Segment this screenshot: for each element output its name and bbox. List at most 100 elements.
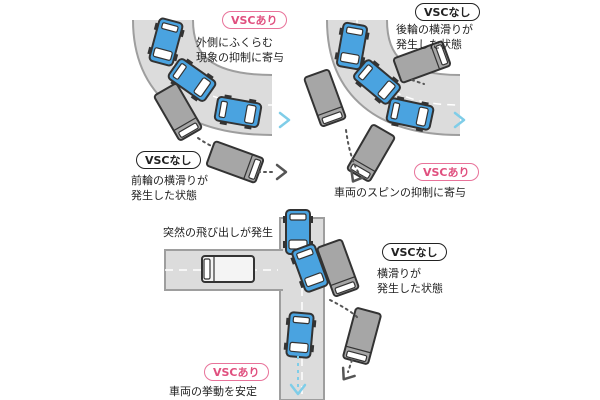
car-wheel xyxy=(421,101,429,106)
car-windshield xyxy=(289,341,309,354)
chevron-icon xyxy=(350,168,365,183)
truck-windshield xyxy=(345,350,368,363)
car-icon-vsc xyxy=(334,21,370,71)
trajectory-no-vsc xyxy=(345,129,361,176)
trajectory-no-vsc xyxy=(411,79,425,85)
car-wheel xyxy=(190,94,199,102)
car-rear-window xyxy=(161,22,179,33)
car-wheel xyxy=(396,96,405,101)
trajectory-no-vsc xyxy=(329,299,359,319)
truck-body xyxy=(205,140,265,184)
truck-icon-no-vsc xyxy=(205,140,265,184)
arrow-icon-blue xyxy=(278,111,291,129)
truck-body xyxy=(303,68,347,128)
caption-line: 後輪の横滑りが xyxy=(396,23,473,36)
caption-top-right-on: 車両のスピンの抑制に寄与 xyxy=(334,186,466,199)
car-wheel xyxy=(219,121,228,126)
car-wheel xyxy=(185,58,194,66)
truck-windshield xyxy=(203,258,211,280)
badge-vsc-off-top-left: VSCなし xyxy=(136,151,201,169)
car-rear-window xyxy=(390,102,401,120)
badge-vsc-on-top-left: VSCあり xyxy=(222,11,287,29)
truck-icon-no-vsc xyxy=(316,238,360,298)
car-rear-window xyxy=(345,26,364,36)
truck-windshield xyxy=(321,111,343,125)
arrow-icon-blue xyxy=(289,383,307,396)
car-wheel xyxy=(415,127,424,132)
car-icon-vsc xyxy=(353,59,401,105)
badge-vsc-on-top-right: VSCあり xyxy=(414,163,479,181)
caption-top-left-off: 前輪の横滑りが 発生した状態 xyxy=(131,173,208,203)
car-wheel xyxy=(283,241,286,248)
truck-body xyxy=(316,238,360,298)
truck-windshield xyxy=(178,122,199,138)
car-wheel xyxy=(206,72,214,80)
truck-windshield xyxy=(435,44,449,66)
truck-cab-line xyxy=(430,44,441,70)
arrow-icon-blue xyxy=(453,111,466,129)
truck-body xyxy=(346,124,396,182)
truck-icon-no-vsc xyxy=(346,124,396,182)
car-rear-window xyxy=(172,63,187,80)
truck-icon-no-vsc xyxy=(153,83,203,141)
caption-top-right-off: 後輪の横滑りが 発生した状態 xyxy=(396,22,473,52)
car-icon-vsc xyxy=(213,94,263,130)
car-wheel xyxy=(374,96,382,104)
car-wheel xyxy=(310,345,315,353)
car-rear-window xyxy=(296,248,314,260)
caption-bottom-top: 突然の飛び出しが発生 xyxy=(163,226,273,239)
truck-cab-line xyxy=(352,158,376,173)
truck-cab-line xyxy=(330,276,356,287)
car-wheel xyxy=(147,46,153,55)
car-rear-window xyxy=(292,315,311,325)
car-wheel xyxy=(290,257,296,265)
trajectory-no-vsc xyxy=(347,359,353,373)
truck-cab-line xyxy=(345,345,372,354)
truck-windshield xyxy=(248,158,262,180)
road-join xyxy=(281,251,285,289)
car-windshield xyxy=(244,104,257,125)
car-icon-vsc xyxy=(283,311,317,359)
truck-icon-oncoming xyxy=(201,255,255,283)
car-wheel xyxy=(173,53,179,62)
truck-icon-no-vsc xyxy=(392,40,452,84)
caption-line: 前輪の横滑りが xyxy=(131,174,208,187)
car-windshield xyxy=(304,272,325,288)
caption-line: 外側にふくらむ xyxy=(196,36,273,49)
car-rear-window xyxy=(289,213,307,221)
car-wheel xyxy=(355,80,363,88)
car-wheel xyxy=(365,32,370,40)
badge-vsc-on-bottom: VSCあり xyxy=(204,363,269,381)
badge-vsc-off-bottom: VSCなし xyxy=(382,243,447,261)
truck-cab-line xyxy=(243,154,254,180)
caption-bottom-off: 横滑りが 発生した状態 xyxy=(377,266,443,296)
caption-line: 発生した状態 xyxy=(131,189,197,202)
car-wheel xyxy=(283,216,286,223)
car-icon-vsc xyxy=(290,243,330,293)
chevron-stroke xyxy=(278,111,291,129)
car-icon-vsc xyxy=(147,17,185,67)
truck-cab-line xyxy=(173,117,197,132)
badge-vsc-off-top-right: VSCなし xyxy=(415,3,480,21)
truck-body xyxy=(392,40,452,84)
car-windshield xyxy=(193,77,211,97)
chevron-stroke xyxy=(289,383,307,396)
car-windshield xyxy=(152,47,173,61)
car-wheel xyxy=(312,320,317,328)
car-wheel xyxy=(244,125,252,130)
truck-body xyxy=(201,255,255,283)
chevron-stroke xyxy=(453,111,466,129)
truck-body xyxy=(342,307,382,365)
chevron-stroke xyxy=(275,163,288,181)
car-wheel xyxy=(310,216,313,223)
truck-icon-no-vsc xyxy=(303,68,347,128)
truck-cab-line xyxy=(317,106,343,117)
car-wheel xyxy=(391,76,399,84)
car-wheel xyxy=(224,94,232,99)
caption-top-left-on: 外側にふくらむ 現象の抑制に寄与 xyxy=(196,35,284,65)
car-wheel xyxy=(391,122,399,127)
caption-line: 発生した状態 xyxy=(396,38,462,51)
car-windshield xyxy=(377,80,396,100)
car-wheel xyxy=(283,342,288,350)
